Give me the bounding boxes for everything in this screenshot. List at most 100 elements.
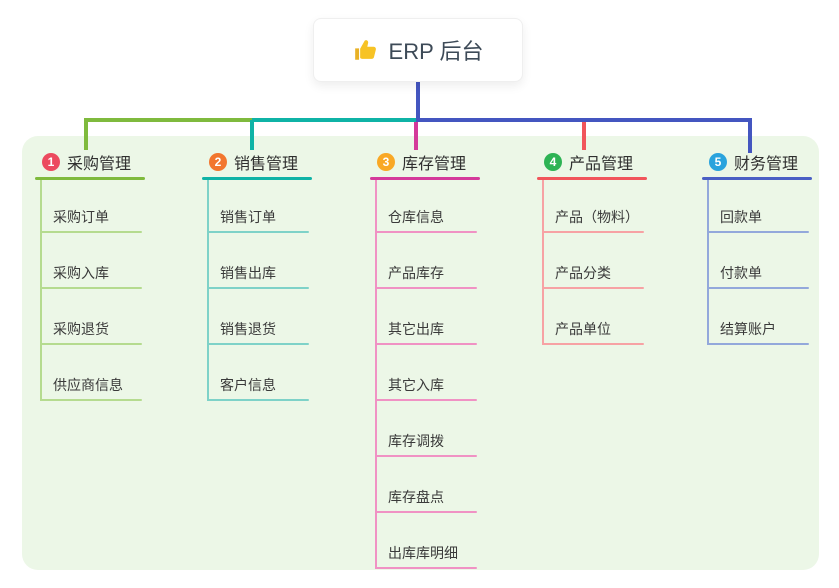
node-outbound-detail[interactable]: 出库库明细	[375, 543, 477, 569]
node-label: 销售退货	[220, 321, 276, 337]
node-label: 供应商信息	[53, 377, 123, 393]
node-settlement-account[interactable]: 结算账户	[707, 319, 809, 345]
priority-2-badge: 2	[209, 153, 227, 171]
node-underline	[542, 287, 644, 289]
branch-trunk-line	[542, 180, 544, 345]
node-underline	[375, 287, 477, 289]
branch-header: 1 采购管理	[35, 150, 145, 174]
branch-underline	[370, 177, 480, 180]
branch-title: 销售管理	[234, 156, 299, 173]
node-purchase-return[interactable]: 采购退货	[40, 319, 142, 345]
node-underline	[542, 343, 644, 345]
branch-product[interactable]: 4 产品管理 产品（物料） 产品分类 产品单位	[537, 150, 647, 345]
branch-purchase[interactable]: 1 采购管理 采购订单 采购入库 采购退货 供应商信息	[35, 150, 145, 401]
branch-finance[interactable]: 5 财务管理 回款单 付款单 结算账户	[702, 150, 812, 345]
node-stock-count[interactable]: 库存盘点	[375, 487, 477, 513]
node-product-category[interactable]: 产品分类	[542, 263, 644, 289]
node-underline	[40, 287, 142, 289]
node-customer-info[interactable]: 客户信息	[207, 375, 309, 401]
root-node-label: ERP 后台	[388, 39, 484, 64]
bus-line-teal	[252, 118, 416, 122]
node-underline	[375, 511, 477, 513]
node-receipt-voucher[interactable]: 回款单	[707, 207, 809, 233]
node-label: 付款单	[720, 265, 762, 281]
node-label: 采购入库	[53, 265, 109, 281]
drop-line-branch-3	[414, 122, 418, 150]
node-other-inbound[interactable]: 其它入库	[375, 375, 477, 401]
branch-header: 2 销售管理	[202, 150, 312, 174]
node-sales-return[interactable]: 销售退货	[207, 319, 309, 345]
branch-header: 4 产品管理	[537, 150, 647, 174]
priority-4-badge: 4	[544, 153, 562, 171]
branch-inventory[interactable]: 3 库存管理 仓库信息 产品库存 其它出库 其它入库 库存调拨 库存盘点 出库库…	[370, 150, 480, 569]
node-label: 仓库信息	[388, 209, 444, 225]
branch-header: 5 财务管理	[702, 150, 812, 174]
node-label: 其它入库	[388, 377, 444, 393]
node-label: 产品分类	[555, 265, 611, 281]
branch-underline	[702, 177, 812, 180]
node-label: 销售订单	[220, 209, 276, 225]
node-sales-outbound[interactable]: 销售出库	[207, 263, 309, 289]
drop-line-branch-2	[250, 120, 254, 150]
branch-sales[interactable]: 2 销售管理 销售订单 销售出库 销售退货 客户信息	[202, 150, 312, 401]
node-underline	[707, 287, 809, 289]
node-label: 采购订单	[53, 209, 109, 225]
node-supplier-info[interactable]: 供应商信息	[40, 375, 142, 401]
node-purchase-inbound[interactable]: 采购入库	[40, 263, 142, 289]
node-label: 回款单	[720, 209, 762, 225]
drop-line-branch-4	[582, 122, 586, 150]
node-underline	[375, 231, 477, 233]
branch-trunk-line	[207, 180, 209, 401]
node-other-outbound[interactable]: 其它出库	[375, 319, 477, 345]
node-underline	[375, 567, 477, 569]
branch-trunk-line	[40, 180, 42, 401]
node-underline	[40, 343, 142, 345]
node-payment-voucher[interactable]: 付款单	[707, 263, 809, 289]
node-product-stock[interactable]: 产品库存	[375, 263, 477, 289]
node-label: 库存调拨	[388, 433, 444, 449]
node-underline	[375, 455, 477, 457]
node-warehouse-info[interactable]: 仓库信息	[375, 207, 477, 233]
branch-trunk-line	[375, 180, 377, 569]
root-node-erp-backend[interactable]: ERP 后台	[313, 18, 523, 82]
node-underline	[207, 231, 309, 233]
priority-5-badge: 5	[709, 153, 727, 171]
branch-header: 3 库存管理	[370, 150, 480, 174]
bus-line-blue	[416, 118, 752, 122]
node-purchase-order[interactable]: 采购订单	[40, 207, 142, 233]
thumbs-up-icon	[353, 37, 379, 63]
node-stock-transfer[interactable]: 库存调拨	[375, 431, 477, 457]
node-product-unit[interactable]: 产品单位	[542, 319, 644, 345]
node-label: 其它出库	[388, 321, 444, 337]
drop-line-branch-1	[84, 120, 88, 150]
bus-line-green	[84, 118, 252, 122]
drop-line-branch-5	[748, 120, 752, 153]
mindmap-canvas	[22, 136, 819, 570]
node-label: 结算账户	[720, 321, 776, 337]
node-label: 出库库明细	[388, 545, 458, 561]
node-label: 产品（物料）	[555, 209, 639, 225]
node-label: 采购退货	[53, 321, 109, 337]
node-sales-order[interactable]: 销售订单	[207, 207, 309, 233]
priority-3-badge: 3	[377, 153, 395, 171]
branch-title: 财务管理	[734, 156, 799, 173]
root-drop-line	[416, 82, 420, 122]
branch-title: 产品管理	[569, 156, 634, 173]
branch-underline	[537, 177, 647, 180]
node-label: 客户信息	[220, 377, 276, 393]
node-underline	[707, 343, 809, 345]
node-underline	[207, 399, 309, 401]
branch-underline	[35, 177, 145, 180]
node-underline	[707, 231, 809, 233]
node-label: 库存盘点	[388, 489, 444, 505]
node-label: 产品库存	[388, 265, 444, 281]
branch-underline	[202, 177, 312, 180]
node-underline	[542, 231, 644, 233]
node-underline	[40, 231, 142, 233]
node-underline	[207, 343, 309, 345]
priority-1-badge: 1	[42, 153, 60, 171]
branch-trunk-line	[707, 180, 709, 345]
node-product-material[interactable]: 产品（物料）	[542, 207, 644, 233]
node-underline	[207, 287, 309, 289]
node-underline	[40, 399, 142, 401]
